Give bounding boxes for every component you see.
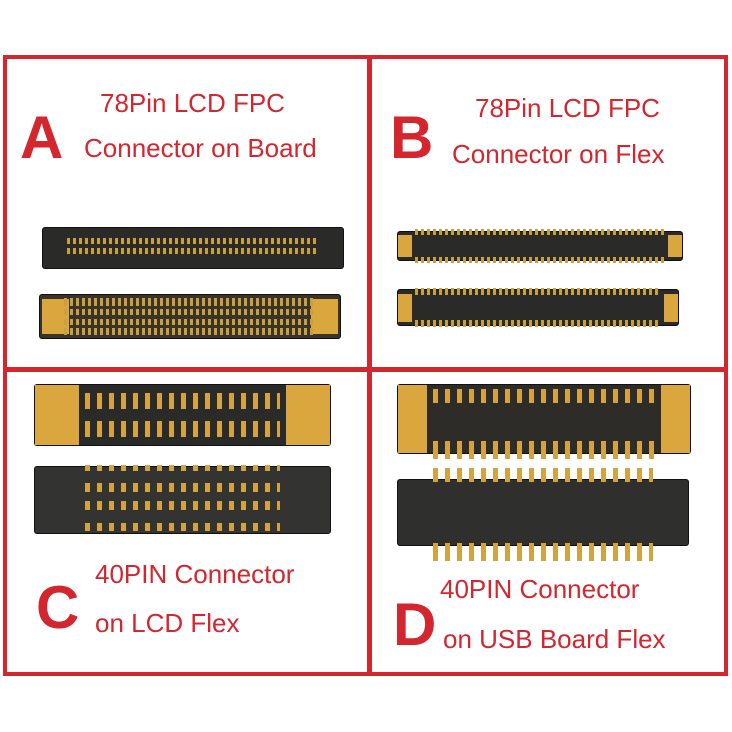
connector-image [35, 465, 330, 533]
vertical-divider [367, 55, 372, 676]
connector-image [398, 385, 690, 459]
panel-caption-line1: 40PIN Connector [440, 574, 640, 604]
panel-caption-line1: 40PIN Connector [95, 559, 295, 589]
panel-letter: D [393, 591, 437, 658]
panel-caption-line2: Connector on Board [84, 133, 317, 163]
connector-image [35, 385, 330, 445]
connector-image [398, 288, 678, 327]
panel-letter: A [20, 104, 64, 171]
outer-frame [3, 55, 728, 676]
connector-image [398, 468, 688, 561]
connector-image [398, 229, 682, 263]
panel-caption-line2: on LCD Flex [95, 608, 240, 638]
panel-letter: C [36, 574, 80, 641]
panel-caption-line2: on USB Board Flex [443, 624, 666, 654]
horizontal-divider [3, 367, 728, 372]
panel-caption-line1: 78Pin LCD FPC [475, 93, 660, 123]
connector-image [43, 228, 343, 268]
panel-caption-line2: Connector on Flex [452, 139, 665, 169]
panel-letter: B [390, 104, 434, 171]
connector-image [40, 295, 340, 338]
panel-caption-line1: 78Pin LCD FPC [100, 88, 285, 118]
